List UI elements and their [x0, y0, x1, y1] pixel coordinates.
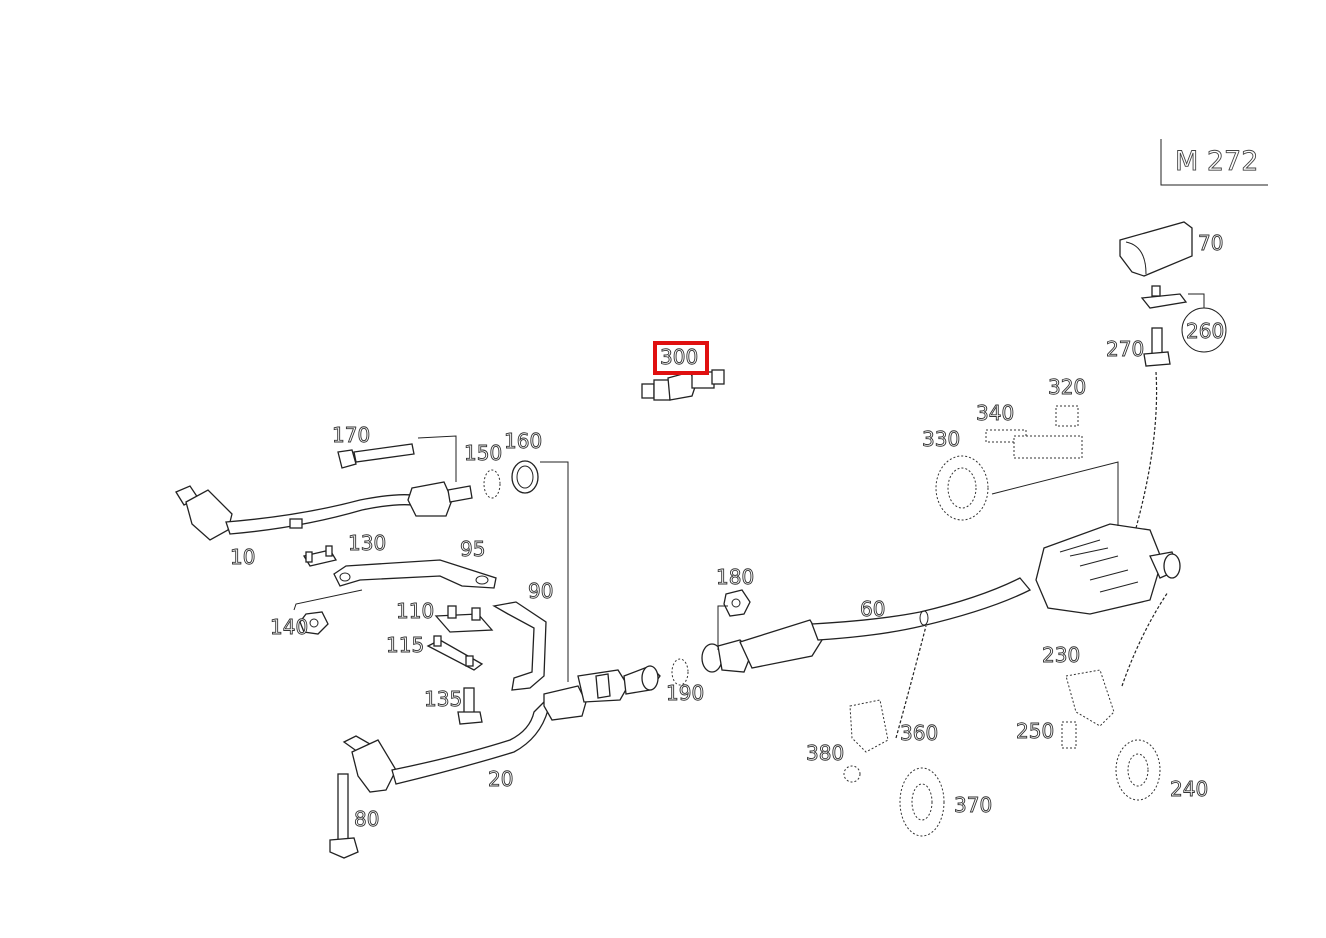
bracket-95[interactable] — [333, 559, 497, 589]
nut-140[interactable] — [293, 589, 363, 635]
callout-230[interactable]: 230 — [1042, 643, 1081, 668]
callout-20[interactable]: 20 — [488, 767, 514, 792]
callout-70[interactable]: 70 — [1198, 231, 1224, 256]
gasket-150[interactable] — [483, 469, 501, 499]
callout-160[interactable]: 160 — [504, 429, 543, 454]
rear-muffler[interactable] — [1035, 523, 1181, 615]
callout-95[interactable]: 95 — [460, 537, 486, 562]
callout-260[interactable]: 260 — [1186, 319, 1225, 344]
callout-10[interactable]: 10 — [230, 545, 256, 570]
hanger-320[interactable] — [991, 405, 1119, 526]
center-pipe-60[interactable] — [701, 577, 1032, 673]
mount-230[interactable] — [1065, 591, 1169, 727]
bolt-250[interactable] — [1061, 721, 1077, 749]
callout-60[interactable]: 60 — [860, 597, 886, 622]
callout-300[interactable]: 300 — [660, 345, 699, 370]
callout-270[interactable]: 270 — [1106, 337, 1145, 362]
oxygen-sensor-300[interactable] — [641, 369, 725, 401]
callout-330[interactable]: 330 — [922, 427, 961, 452]
callout-110[interactable]: 110 — [396, 599, 435, 624]
bolt-170[interactable] — [337, 435, 457, 482]
mount-360[interactable] — [849, 625, 927, 753]
callout-150[interactable]: 150 — [464, 441, 503, 466]
callout-240[interactable]: 240 — [1170, 777, 1209, 802]
callout-320[interactable]: 320 — [1048, 375, 1087, 400]
callout-90[interactable]: 90 — [528, 579, 554, 604]
front-pipe-upper[interactable] — [175, 481, 473, 541]
callout-140[interactable]: 140 — [270, 615, 309, 640]
callout-170[interactable]: 170 — [332, 423, 371, 448]
callout-130[interactable]: 130 — [348, 531, 387, 556]
mount-240[interactable] — [1115, 739, 1161, 801]
engine-code-box: M 272 — [1160, 139, 1268, 186]
engine-code: M 272 — [1175, 146, 1258, 177]
callout-190[interactable]: 190 — [666, 681, 705, 706]
callout-250[interactable]: 250 — [1016, 719, 1055, 744]
clamp-110[interactable] — [434, 605, 494, 633]
callout-135[interactable]: 135 — [424, 687, 463, 712]
highlight-box — [653, 341, 709, 375]
bracket-90[interactable] — [492, 601, 547, 691]
clamp-115[interactable] — [426, 635, 484, 671]
seal-ring-160[interactable] — [511, 460, 569, 682]
clamp-260[interactable] — [1140, 285, 1227, 353]
callout-180[interactable]: 180 — [716, 565, 755, 590]
callout-labels: 10 20 60 70 80 90 95 110 115 130 135 140… — [230, 231, 1225, 832]
bolt-270[interactable] — [1135, 327, 1171, 529]
bolt-135[interactable] — [457, 687, 483, 725]
callout-80[interactable]: 80 — [354, 807, 380, 832]
gasket-190[interactable] — [671, 658, 689, 686]
bolt-80[interactable] — [329, 773, 359, 859]
nut-180[interactable] — [717, 589, 751, 650]
callout-360[interactable]: 360 — [900, 721, 939, 746]
front-pipe-lower[interactable] — [342, 665, 661, 793]
callout-380[interactable]: 380 — [806, 741, 845, 766]
callout-340[interactable]: 340 — [976, 401, 1015, 426]
callout-370[interactable]: 370 — [954, 793, 993, 818]
hanger-330[interactable] — [935, 455, 989, 521]
mount-370[interactable] — [899, 767, 945, 837]
clamp-130[interactable] — [302, 545, 338, 567]
nut-380[interactable] — [843, 765, 861, 783]
tailpipe-cover-70[interactable] — [1119, 221, 1193, 277]
callout-115[interactable]: 115 — [386, 633, 425, 658]
